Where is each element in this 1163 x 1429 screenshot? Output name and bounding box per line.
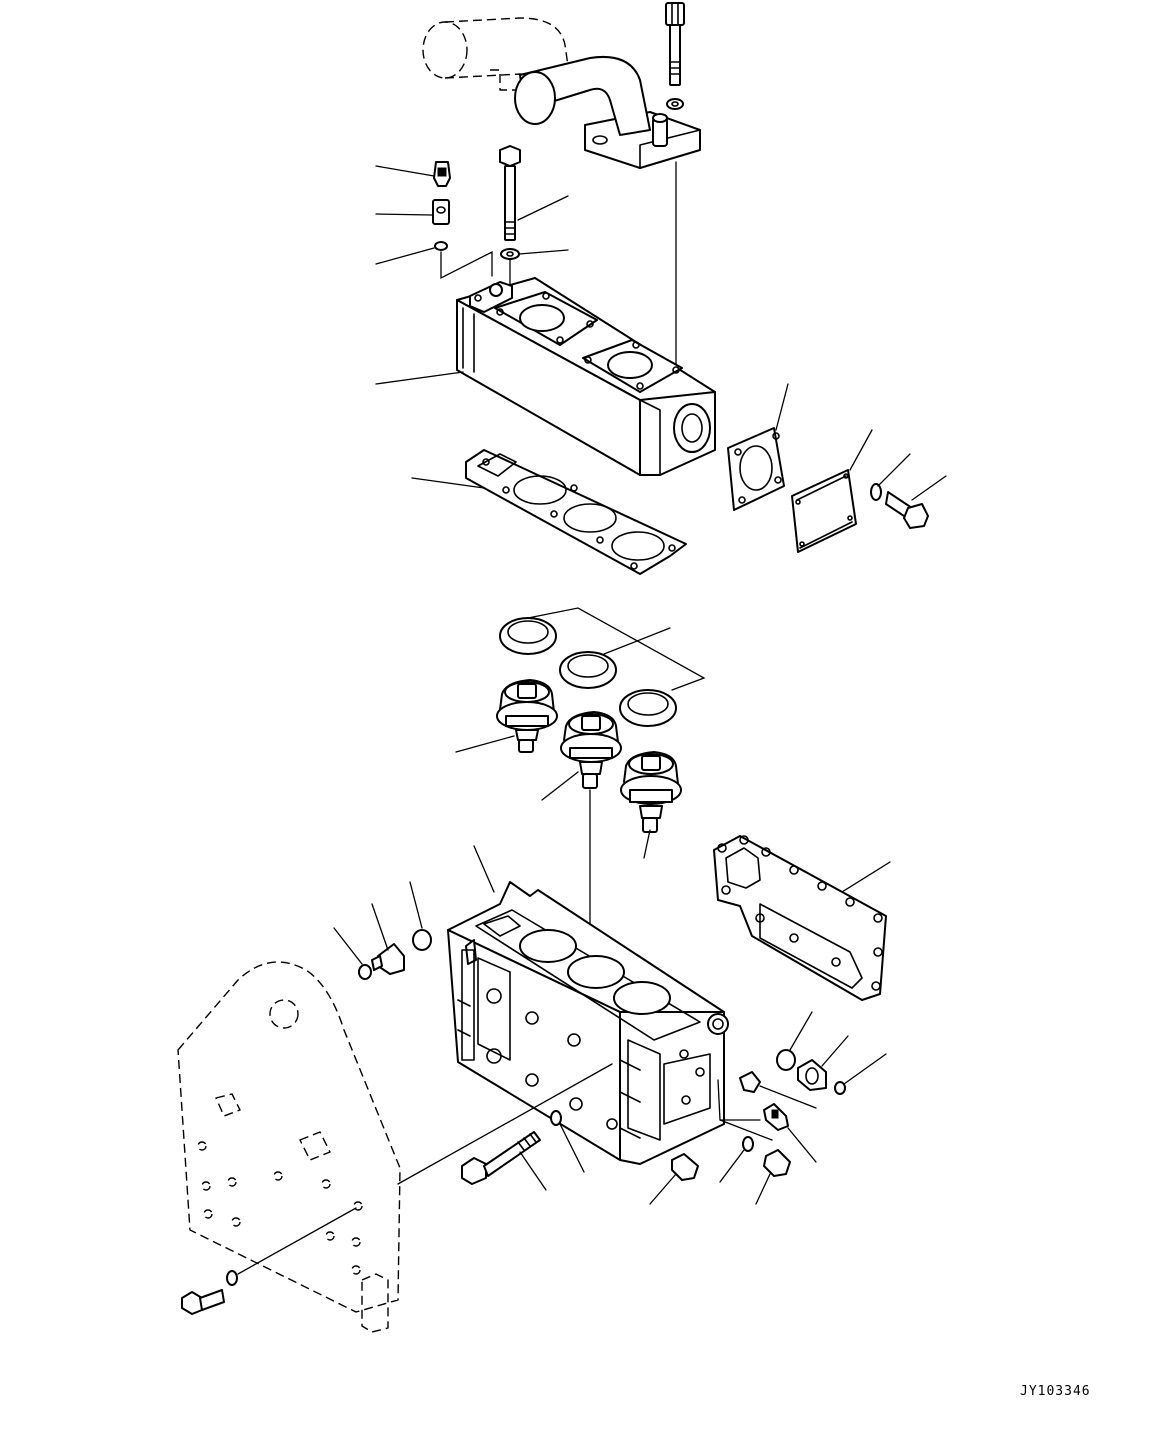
elbow-fitting-right	[797, 1059, 827, 1091]
housing-gasket	[713, 835, 887, 1001]
manifold-bolt	[499, 145, 521, 260]
o-ring-right	[776, 1049, 796, 1071]
bracket-bolt	[181, 1289, 225, 1315]
exhaust-manifold	[456, 277, 716, 476]
outlet-pipe	[514, 56, 701, 169]
side-gasket	[727, 427, 785, 511]
long-bolt-lower	[461, 1131, 541, 1185]
sensor-fitting	[763, 1103, 789, 1131]
plug-bottom-center	[671, 1153, 699, 1181]
seal-rings	[499, 617, 677, 727]
o-ring-far-right	[834, 1081, 846, 1095]
o-ring-small-left	[358, 964, 372, 980]
thermostat-housing	[447, 881, 729, 1165]
o-ring-left	[412, 929, 432, 951]
thermostats	[496, 679, 682, 833]
cover-plate	[791, 469, 857, 553]
plug-bottom-right	[763, 1149, 791, 1177]
plug-fitting-1	[739, 1071, 761, 1093]
small-fittings	[432, 161, 451, 251]
long-bolt-top	[665, 2, 685, 110]
plug-left	[371, 943, 405, 975]
drawing-code-text: JY103346	[1020, 1384, 1091, 1399]
bracket-washer	[226, 1270, 238, 1286]
manifold-gasket	[465, 449, 687, 575]
washer-right	[870, 483, 882, 501]
cover-bolt	[885, 491, 929, 529]
washer-bottom-right	[742, 1136, 754, 1152]
washer-lower	[550, 1110, 562, 1126]
hidden-bracket	[177, 961, 401, 1333]
